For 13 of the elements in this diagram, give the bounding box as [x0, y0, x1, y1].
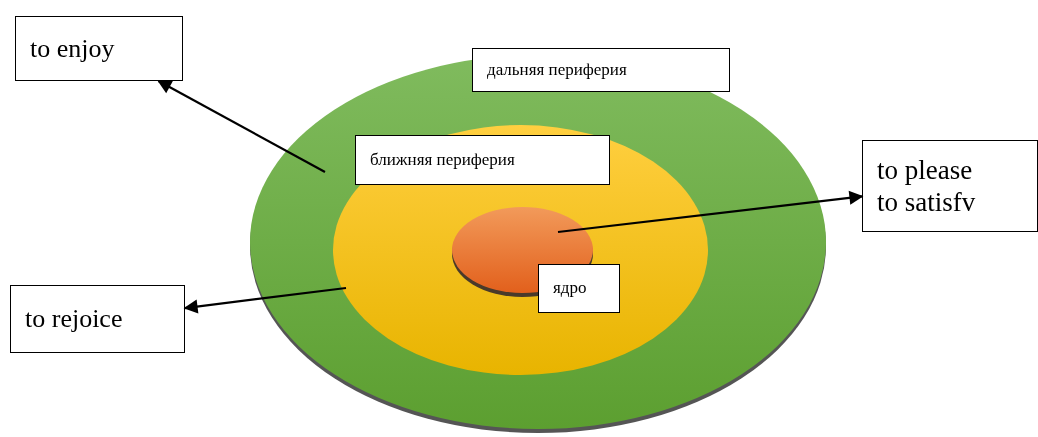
label-box: [15, 16, 183, 81]
label-text: to enjoy: [30, 32, 116, 65]
label-text: ядро: [553, 278, 588, 299]
label-text: to rejoice: [25, 303, 124, 335]
label-text: to please: [877, 153, 974, 186]
label-box: [10, 285, 185, 353]
label-text: ближняя периферия: [370, 149, 516, 171]
arrow: [157, 80, 326, 173]
label-text: to satisfv: [877, 186, 977, 219]
label-text: дальняя периферия: [487, 59, 628, 81]
label-box: [862, 140, 1038, 232]
arrow: [557, 190, 864, 234]
arrow: [183, 286, 347, 314]
